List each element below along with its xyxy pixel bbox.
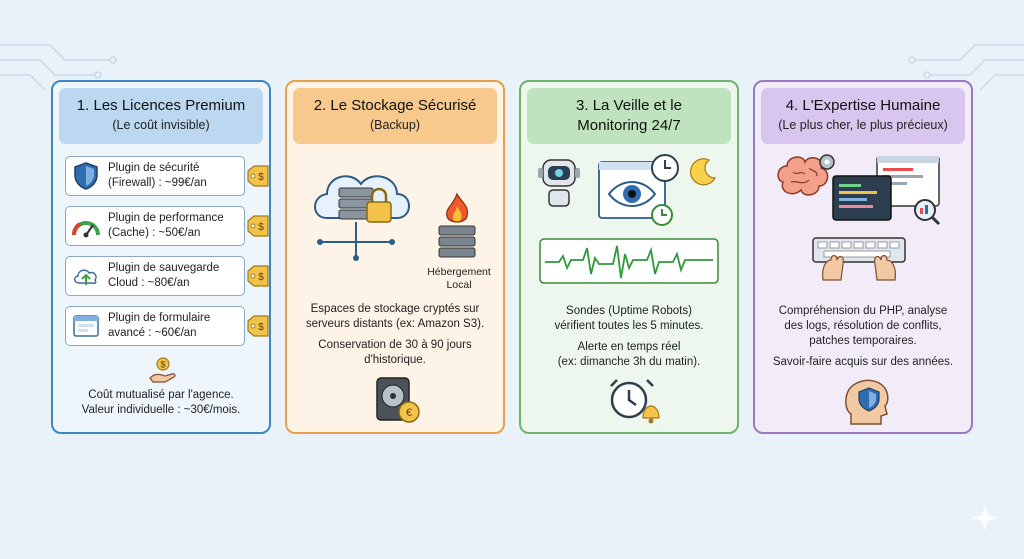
card-title-line: Monitoring 24/7 — [577, 117, 681, 134]
price-tag-icon: $ — [246, 165, 269, 192]
text-line: des logs, résolution de conflits, — [784, 320, 942, 332]
svg-text:€: € — [406, 407, 412, 419]
card-stockage: 2. Le Stockage Sécurisé (Backup) Héberge… — [285, 80, 505, 434]
cloud-server-lock-icon — [305, 158, 425, 283]
price-tag-icon: $ — [246, 315, 269, 342]
svg-text:$: $ — [258, 322, 264, 333]
svg-text:$: $ — [258, 272, 264, 283]
card-text: Sondes (Uptime Robots) vérifient toutes l… — [521, 304, 737, 376]
cloud-upload-icon — [66, 256, 106, 296]
eye-monitor-icon — [597, 160, 669, 227]
text-line: Compréhension du PHP, analyse — [778, 305, 948, 317]
card-subtitle: (Le plus cher, le plus précieux) — [778, 118, 948, 132]
clock-icon — [649, 152, 681, 189]
card-text: Compréhension du PHP, analyse des logs, r… — [755, 304, 971, 376]
plugin-line: Plugin de performance — [108, 212, 224, 224]
small-clock-icon — [649, 202, 675, 233]
shield-icon — [66, 156, 106, 196]
card-title: 1. Les Licences Premium — [76, 97, 246, 114]
code-screens-icon — [831, 155, 941, 241]
card-subtitle: (Backup) — [369, 118, 421, 132]
plugin-price: (Firewall) : ~99€/an — [108, 177, 207, 189]
card-title: 4. L'Expertise Humaine — [785, 97, 941, 114]
svg-text:$: $ — [258, 172, 264, 183]
local-hosting-label: Hébergement Local — [427, 266, 491, 291]
card-subtitle: (Le coût invisible) — [112, 118, 210, 132]
head-shield-icon — [843, 374, 893, 431]
form-icon — [66, 306, 106, 346]
price-tag-icon: $ — [246, 265, 269, 292]
pulse-wave-icon — [539, 238, 719, 289]
card-header: 2. Le Stockage Sécurisé (Backup) — [293, 88, 497, 144]
plugin-price: (Cache) : ~50€/an — [108, 227, 201, 239]
text-line: serveurs distants (ex: Amazon S3). — [305, 318, 485, 330]
plugin-performance: Plugin de performance (Cache) : ~50€/an $ — [65, 206, 269, 246]
card-title-line: 3. La Veille et le — [576, 97, 682, 114]
footer-line: Valeur individuelle : ~30€/mois. — [81, 404, 241, 416]
svg-text:$: $ — [258, 222, 264, 233]
card-veille: 3. La Veille et le Monitoring 24/7 — [519, 80, 739, 434]
text-line: vérifient toutes les 5 minutes. — [554, 320, 704, 332]
text-line: patches temporaires. — [809, 335, 917, 347]
plugin-form: Plugin de formulaire avancé : ~60€/an $ — [65, 306, 269, 346]
svg-text:$: $ — [160, 360, 165, 370]
card-text: Espaces de stockage cryptés sur serveurs … — [287, 302, 503, 374]
gauge-icon — [66, 206, 106, 246]
plugin-line: Plugin de sauvegarde — [108, 262, 220, 274]
plugin-price: avancé : ~60€/an — [108, 327, 197, 339]
brain-gear-icon — [773, 152, 837, 217]
text-line: (ex: dimanche 3h du matin). — [557, 356, 701, 368]
text-line: Espaces de stockage cryptés sur — [310, 303, 480, 315]
robot-icon — [537, 154, 581, 219]
fire-server-icon — [433, 192, 481, 267]
alarm-clock-icon — [605, 374, 661, 431]
text-line: Savoir-faire acquis sur des années. — [772, 356, 954, 368]
card-footer: Coût mutualisé par l'agence. Valeur indi… — [53, 388, 269, 418]
hard-drive-euro-icon: € — [373, 376, 423, 431]
card-licences: 1. Les Licences Premium (Le coût invisib… — [51, 80, 271, 434]
plugin-security: Plugin de sécurité (Firewall) : ~99€/an $ — [65, 156, 269, 196]
text-line: Conservation de 30 à 90 jours — [318, 339, 472, 351]
keyboard-hands-icon — [809, 230, 909, 287]
card-header: 1. Les Licences Premium (Le coût invisib… — [59, 88, 263, 144]
plugin-price: Cloud : ~80€/an — [108, 277, 190, 289]
price-tag-icon: $ — [246, 215, 269, 242]
card-header: 4. L'Expertise Humaine (Le plus cher, le… — [761, 88, 965, 144]
plugin-line: Plugin de sécurité — [108, 162, 200, 174]
text-line: Alerte en temps réel — [577, 341, 681, 353]
card-title: 2. Le Stockage Sécurisé — [313, 97, 477, 114]
footer-line: Coût mutualisé par l'agence. — [88, 389, 234, 401]
moon-icon — [687, 156, 719, 193]
card-header: 3. La Veille et le Monitoring 24/7 — [527, 88, 731, 144]
plugin-line: Plugin de formulaire — [108, 312, 211, 324]
text-line: Sondes (Uptime Robots) — [566, 305, 692, 317]
text-line: d'historique. — [364, 354, 426, 366]
hand-coin-icon: $ — [147, 356, 179, 389]
card-expertise: 4. L'Expertise Humaine (Le plus cher, le… — [753, 80, 973, 434]
